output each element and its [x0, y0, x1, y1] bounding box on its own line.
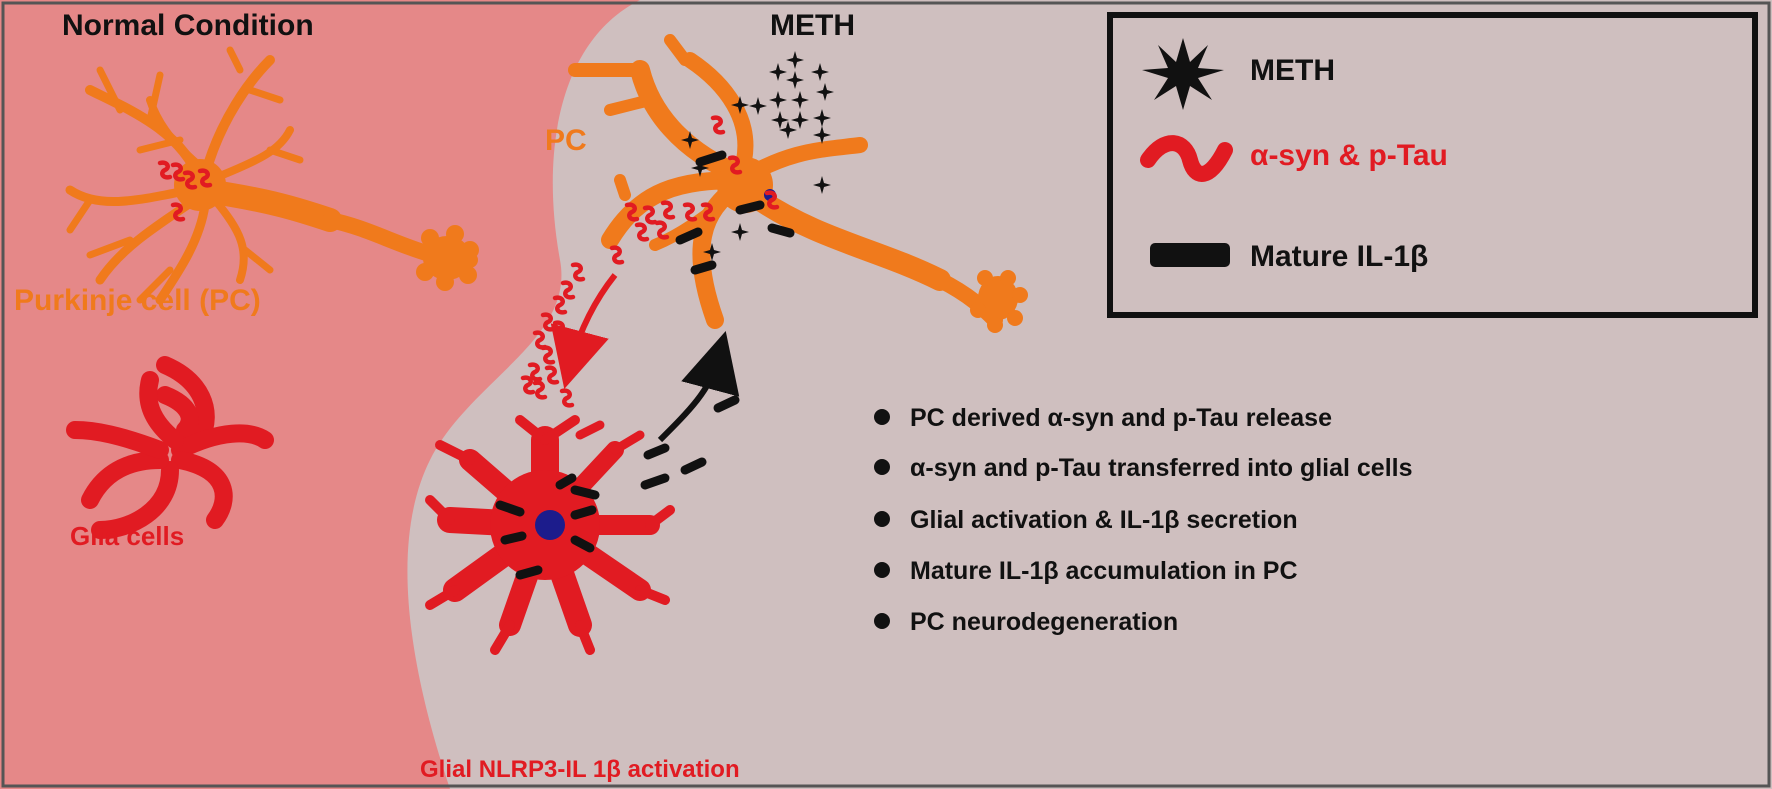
step-bullet	[874, 613, 890, 629]
glia-nucleus	[535, 510, 565, 540]
squiggle-icon	[1140, 135, 1233, 182]
normal-pc-label: Purkinje cell (PC)	[14, 284, 261, 317]
meth-glia-label: Glial NLRP3-IL 1β activation	[420, 756, 740, 783]
normal-glia-label: Glia cells	[70, 521, 184, 551]
step-4: Mature IL-1β accumulation in PC	[910, 557, 1298, 585]
meth-pc-label: PC	[545, 124, 587, 157]
secreted-il1b-dashes	[640, 395, 740, 490]
meth-background	[407, 0, 1772, 789]
step-bullet	[874, 459, 890, 475]
dash-icon	[1150, 243, 1230, 267]
legend-il1b-label: Mature IL-1β	[1250, 240, 1428, 273]
meth-title: METH	[770, 9, 855, 42]
normal-title: Normal Condition	[62, 9, 314, 42]
legend: METH α-syn & p-Tau Mature IL-1β	[1107, 12, 1758, 318]
meth-pc-terminal	[970, 270, 1028, 333]
step-bullet	[874, 511, 890, 527]
step-bullet	[874, 562, 890, 578]
star-icon	[1142, 38, 1224, 110]
step-1: PC derived α-syn and p-Tau release	[910, 404, 1332, 432]
step-bullet	[874, 409, 890, 425]
legend-meth-label: METH	[1250, 54, 1335, 87]
normal-glia-cell	[66, 356, 274, 539]
normal-pc-terminal	[416, 225, 479, 291]
legend-syn-label: α-syn & p-Tau	[1250, 139, 1448, 172]
steps-list: PC derived α-syn and p-Tau release α-syn…	[874, 404, 1413, 636]
meth-pc-il1b-dashes	[675, 150, 795, 275]
legend-box	[1107, 12, 1758, 318]
glia-il1b-dashes	[495, 473, 600, 580]
secretion-arrow	[657, 331, 740, 443]
step-2: α-syn and p-Tau transferred into glial c…	[910, 454, 1413, 482]
step-5: PC neurodegeneration	[910, 608, 1178, 636]
step-3: Glial activation & IL-1β secretion	[910, 506, 1298, 534]
transfer-arrow	[550, 273, 618, 389]
